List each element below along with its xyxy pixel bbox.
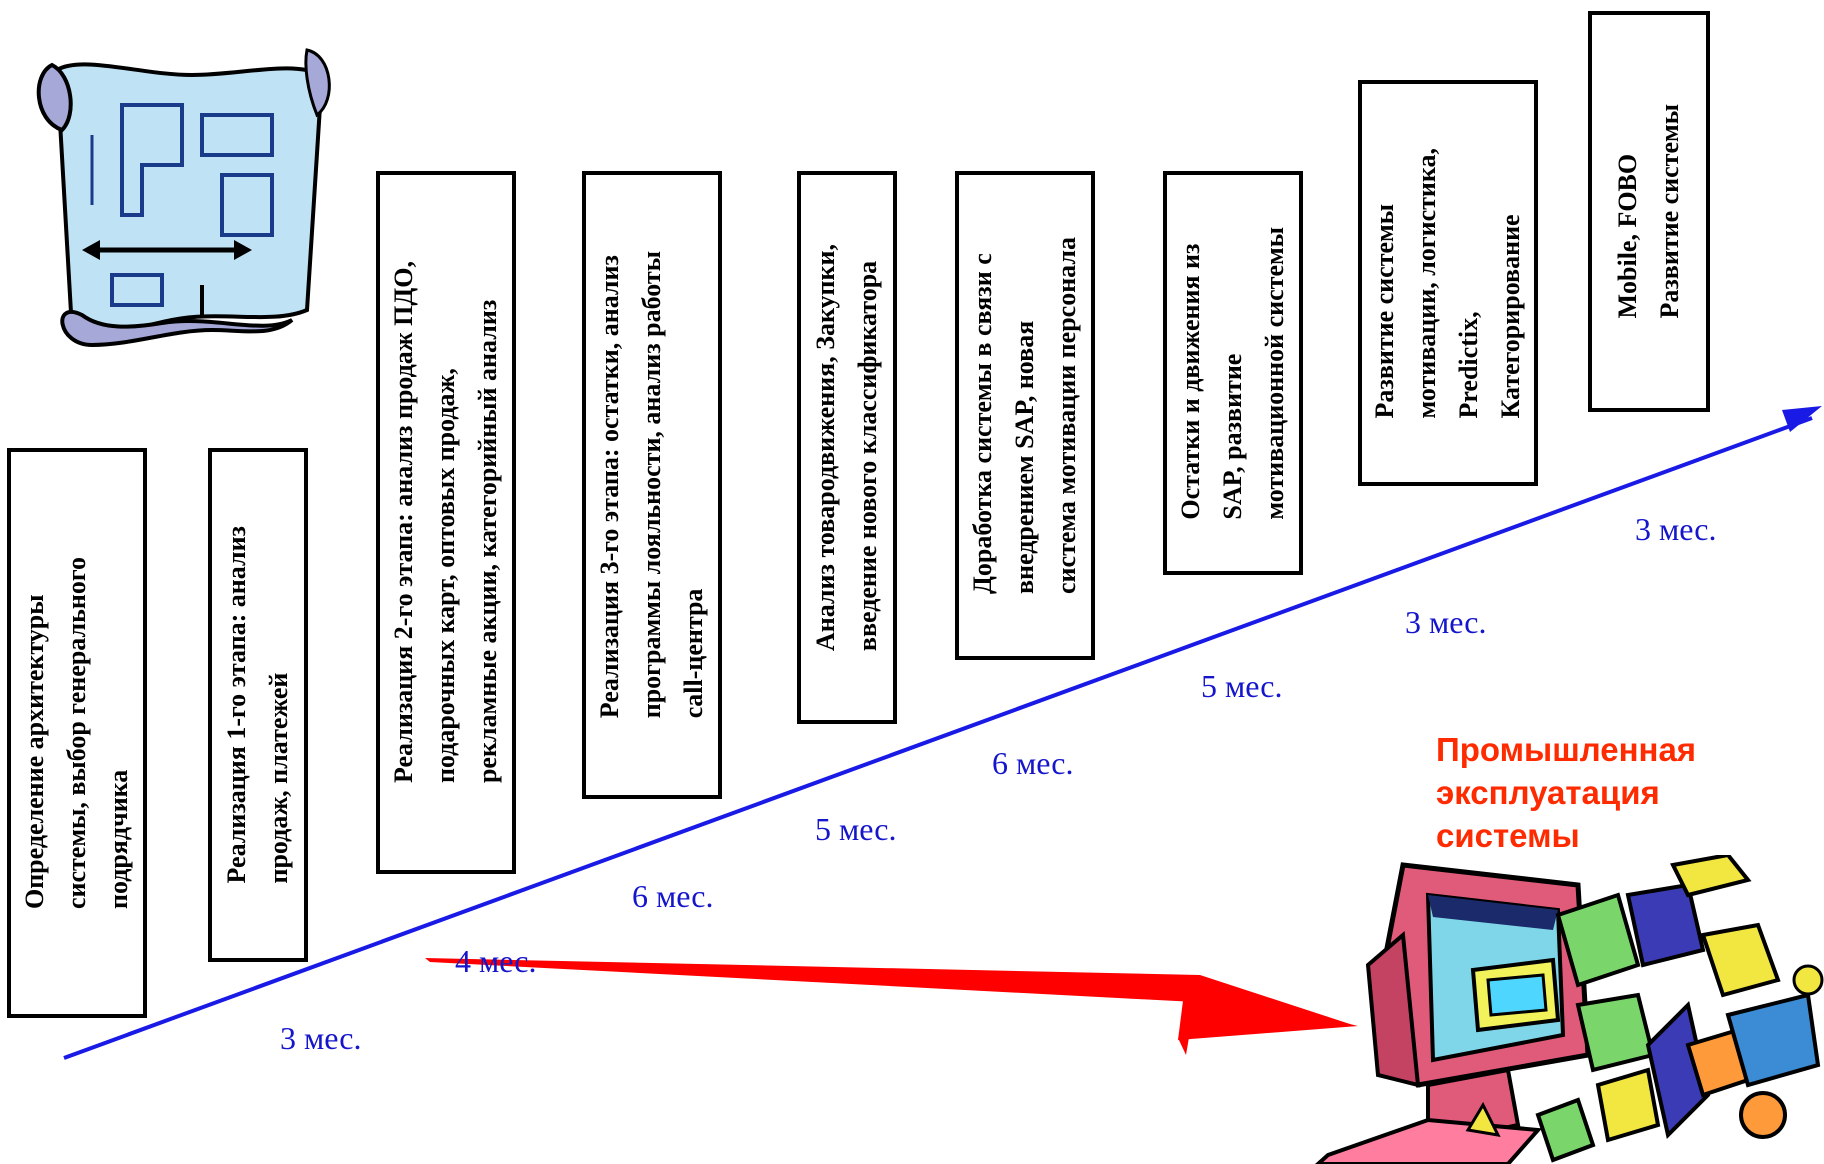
- stage-box-7: Остатки и движения из SAP, развитие моти…: [1163, 171, 1303, 575]
- stage-box-9: Mobile, FOBO Развитие системы: [1588, 11, 1710, 412]
- duration-label-8: 3 мес.: [1635, 511, 1717, 547]
- stage-text-3: Реализация 2-го этапа: анализ продаж ПДО…: [389, 261, 502, 784]
- stage-text-8: Развитие системы мотивации, логистика, P…: [1370, 147, 1525, 419]
- stage-box-8: Развитие системы мотивации, логистика, P…: [1358, 80, 1538, 486]
- duration-label-3: 6 мес.: [632, 878, 714, 914]
- production-label: Промышленная эксплуатация системы: [1436, 731, 1697, 854]
- duration-label-7: 3 мес.: [1405, 604, 1487, 640]
- stage-box-4: Реализация 3-го этапа: остатки, анализ п…: [582, 171, 722, 799]
- stage-text-2: Реализация 1-го этапа: анализ продаж, пл…: [222, 526, 293, 884]
- duration-label-1: 3 мес.: [280, 1020, 362, 1056]
- computer-clipart-icon: [1315, 855, 1824, 1164]
- production-arrow-head: [1178, 985, 1358, 1040]
- timeline-arrow: [63, 416, 1813, 1060]
- stage-box-2: Реализация 1-го этапа: анализ продаж, пл…: [208, 448, 308, 962]
- duration-label-5: 6 мес.: [992, 745, 1074, 781]
- stage-box-3: Реализация 2-го этапа: анализ продаж ПДО…: [376, 171, 516, 874]
- stage-text-6: Доработка системы в связи с внедрением S…: [968, 237, 1081, 594]
- stage-box-6: Доработка системы в связи с внедрением S…: [955, 171, 1095, 660]
- duration-label-2: 4 мес.: [455, 943, 537, 979]
- stage-box-1: Определение архитектуры системы, выбор г…: [7, 448, 147, 1018]
- stage-box-5: Анализ товародвижения, Закупки, введение…: [797, 171, 897, 724]
- stage-text-9: Mobile, FOBO Развитие системы: [1613, 104, 1684, 319]
- duration-label-4: 5 мес.: [815, 811, 897, 847]
- production-arrow: [425, 958, 1356, 1055]
- stage-text-4: Реализация 3-го этапа: остатки, анализ п…: [595, 251, 708, 719]
- timeline-arrow-head: [1782, 406, 1822, 432]
- stage-text-5: Анализ товародвижения, Закупки, введение…: [811, 243, 882, 652]
- blueprint-scroll-icon: [36, 48, 331, 348]
- stage-text-1: Определение архитектуры системы, выбор г…: [20, 556, 133, 910]
- stage-text-7: Остатки и движения из SAP, развитие моти…: [1176, 226, 1289, 520]
- duration-label-6: 5 мес.: [1201, 668, 1283, 704]
